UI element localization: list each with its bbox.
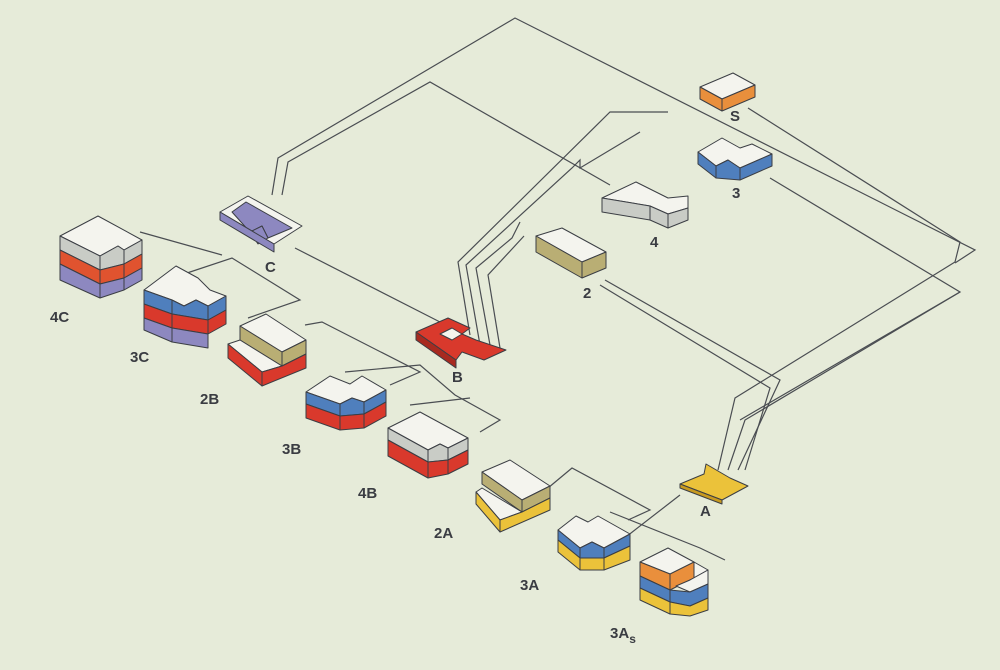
connector-3a-3as bbox=[609, 511, 726, 561]
label-b: B bbox=[452, 369, 463, 386]
label-c: C bbox=[265, 259, 276, 276]
connector-2-to-a bbox=[604, 279, 781, 471]
block-4 bbox=[601, 181, 689, 229]
connector-left-diag bbox=[139, 231, 223, 256]
connector-3-right bbox=[739, 177, 962, 421]
block-a bbox=[679, 463, 749, 505]
connector-b-routing-2 bbox=[465, 131, 641, 346]
label-3b: 3B bbox=[282, 441, 301, 458]
connector-2a-3a bbox=[547, 467, 652, 521]
label-2a: 2A bbox=[434, 525, 453, 542]
block-b bbox=[415, 317, 507, 369]
label-3as: 3As bbox=[610, 625, 636, 646]
block-labels: S 3 4 2 C 4C 3C B 2B 3B 4B A 2A 3A 3As bbox=[50, 108, 740, 646]
block-2a bbox=[475, 459, 551, 533]
label-4b: 4B bbox=[358, 485, 377, 502]
connector-b-routing-1 bbox=[457, 111, 668, 336]
label-3as-sub: s bbox=[629, 632, 636, 646]
block-2b bbox=[227, 313, 307, 387]
connector-3c-2b bbox=[171, 257, 302, 319]
connector-lines bbox=[139, 17, 977, 561]
block-3b bbox=[305, 375, 387, 431]
block-3 bbox=[697, 137, 773, 181]
block-4b bbox=[387, 411, 469, 479]
connector-3a-a bbox=[621, 494, 681, 541]
block-4c bbox=[59, 215, 143, 299]
block-3as bbox=[639, 547, 709, 617]
label-3as-main: 3A bbox=[610, 625, 629, 642]
connector-3b-4b bbox=[344, 364, 502, 433]
label-2b: 2B bbox=[200, 391, 219, 408]
block-2 bbox=[535, 227, 607, 279]
label-a: A bbox=[700, 503, 711, 520]
label-4c: 4C bbox=[50, 309, 69, 326]
connector-b-routing-3 bbox=[475, 221, 521, 346]
label-4: 4 bbox=[650, 234, 659, 251]
label-2: 2 bbox=[583, 285, 591, 302]
connector-2-to-a-b bbox=[599, 284, 771, 471]
connector-4b-2a bbox=[409, 397, 471, 406]
label-3a: 3A bbox=[520, 577, 539, 594]
connector-2b-3b bbox=[304, 321, 422, 386]
connector-top-inner bbox=[281, 81, 611, 196]
connector-b-routing-4 bbox=[487, 235, 525, 349]
block-3c bbox=[143, 265, 227, 349]
block-c bbox=[219, 195, 303, 253]
connector-right-vertical-2 bbox=[727, 291, 961, 471]
label-s: S bbox=[730, 108, 740, 125]
block-s bbox=[699, 72, 756, 112]
label-3c: 3C bbox=[130, 349, 149, 366]
label-3: 3 bbox=[732, 185, 740, 202]
connector-c-to-b bbox=[294, 247, 441, 323]
block-3a bbox=[557, 515, 631, 571]
connector-s-right bbox=[747, 107, 961, 263]
connector-right-vertical-1 bbox=[717, 261, 956, 471]
connector-top-ridge bbox=[271, 17, 977, 264]
